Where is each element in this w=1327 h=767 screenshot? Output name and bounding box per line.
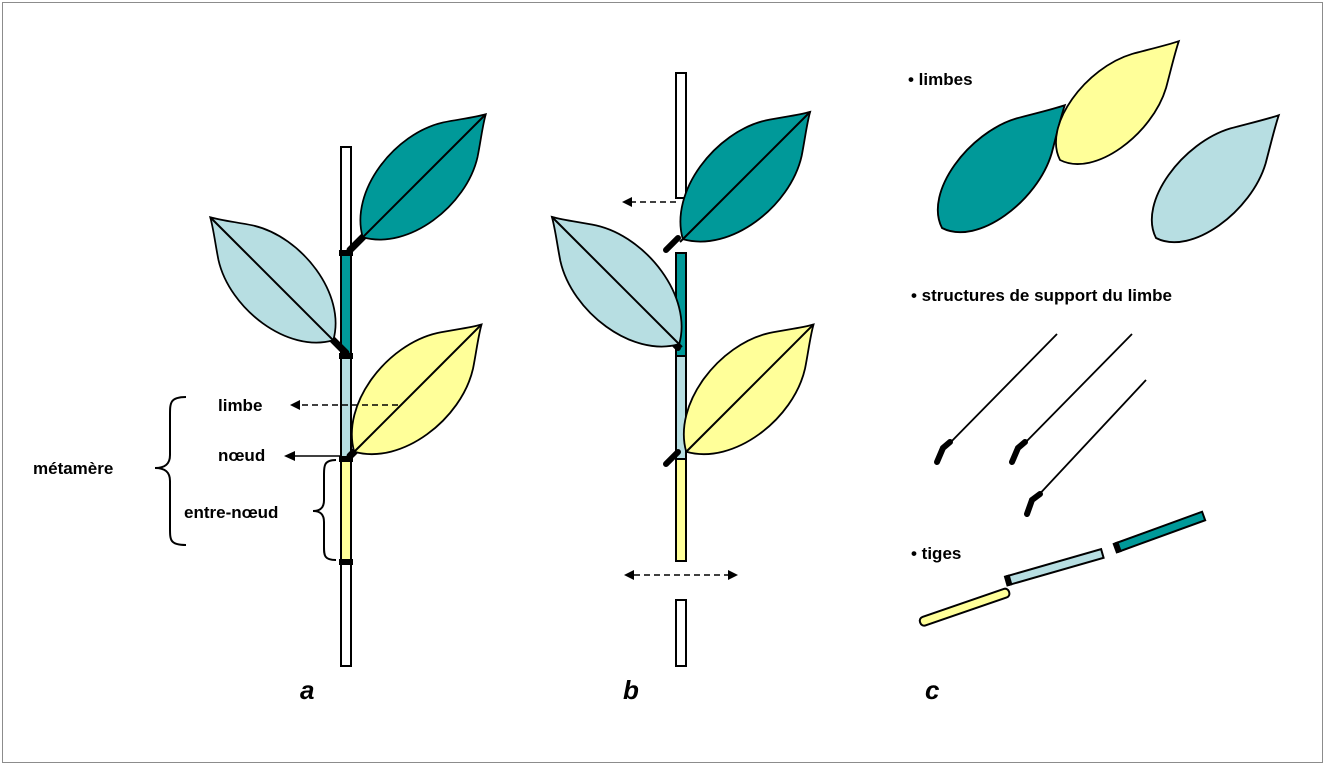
panel-label-a: a [300,675,314,705]
stem-segment-bottom [341,564,351,666]
panel-b: b [523,73,842,705]
stem-segment-top [676,73,686,198]
brace-entre-noeud [313,460,336,560]
support-structure [937,334,1057,462]
internode-yellow [676,459,686,561]
stem-teal [1112,511,1205,554]
panel-label-b: b [623,675,639,705]
support-structure [1012,334,1132,462]
brace-metamere [155,397,186,545]
stem-segment-top [341,147,351,253]
support-structure [1027,380,1146,514]
heading-supports: • structures de support du limbe [911,286,1172,305]
label-metamere: métamère [33,459,113,478]
panel-a: limbe nœud entre-nœud métamère a [33,86,514,705]
internode-teal [341,253,351,356]
stem-lightblue [1004,548,1104,586]
panel-label-c: c [925,675,940,705]
node [339,559,353,565]
label-noeud: nœud [218,446,265,465]
heading-limbes: • limbes [908,70,973,89]
internode-yellow [341,459,351,562]
heading-tiges: • tiges [911,544,961,563]
blade-teal [916,79,1092,255]
internode-lightblue [341,356,351,459]
label-entre-noeud: entre-nœud [184,503,278,522]
blade-lightblue [1130,89,1306,265]
stem-yellow [919,588,1011,627]
stem-segment-bottom [676,600,686,666]
panel-c: • limbes • structures de support du limb… [908,16,1305,705]
blade-yellow [1034,16,1204,186]
label-limbe: limbe [218,396,262,415]
